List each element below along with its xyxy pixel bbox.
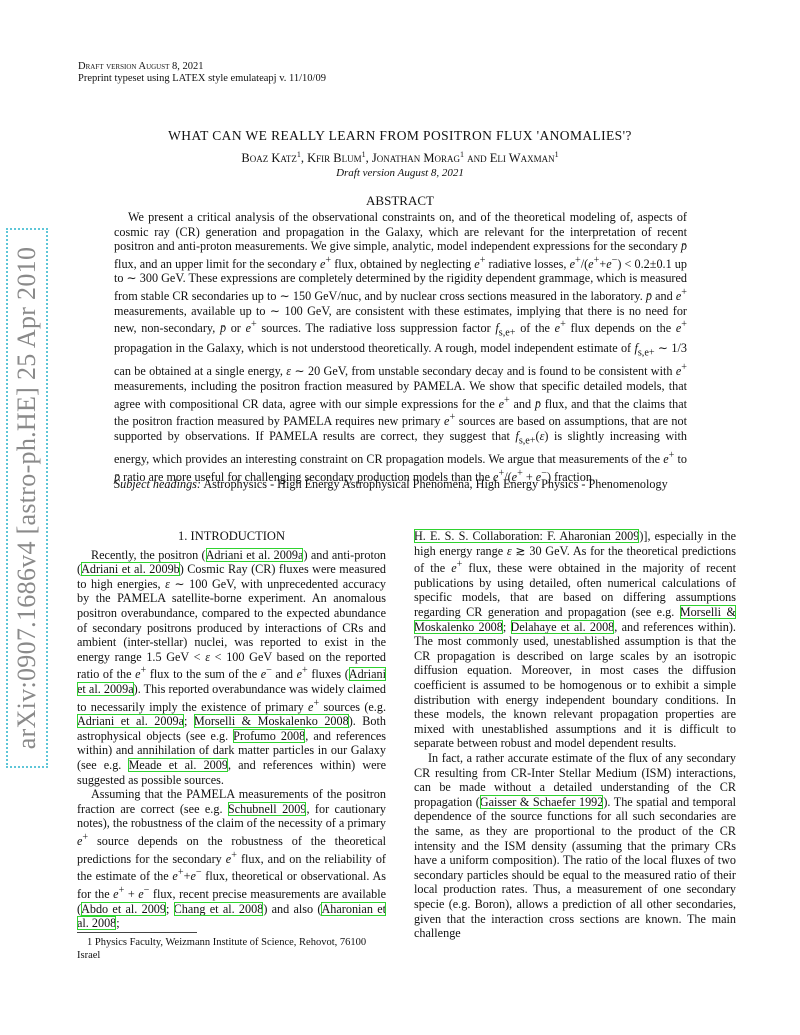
citation-link[interactable]: Delahaye et al. 2008 — [510, 619, 615, 634]
running-header: Draft version August 8, 2021 Preprint ty… — [78, 61, 326, 85]
subject-text: Astrophysics - High Energy Astrophysical… — [203, 477, 668, 491]
subject-label: Subject headings: — [114, 477, 201, 491]
citation-link[interactable]: Meade et al. 2009 — [128, 758, 228, 773]
citation-link[interactable]: Chang et al. 2008 — [173, 901, 264, 916]
citation-link[interactable]: Adriani et al. 2009b — [81, 562, 180, 577]
subject-headings: Subject headings: Astrophysics - High En… — [114, 477, 687, 492]
draft-line: Draft version August 8, 2021 — [78, 61, 204, 72]
paper-title: WHAT CAN WE REALLY LEARN FROM POSITRON F… — [168, 128, 632, 143]
intro-paragraph-3: In fact, a rather accurate estimate of t… — [414, 750, 736, 941]
section-heading-introduction: 1. INTRODUCTION — [178, 529, 285, 543]
arxiv-stamp-text: arXiv:0907.1686v4 [astro-ph.HE] 25 Apr 2… — [12, 246, 41, 750]
preprint-line: Preprint typeset using LATEX style emula… — [78, 73, 326, 84]
arxiv-stamp-link[interactable]: arXiv:0907.1686v4 [astro-ph.HE] 25 Apr 2… — [6, 228, 48, 768]
left-column: 1. INTRODUCTION Recently, the positron (… — [77, 529, 386, 931]
citation-link[interactable]: Aharonian et al. 2008 — [77, 901, 386, 931]
citation-link[interactable]: Gaisser & Schaefer 1992 — [479, 794, 604, 809]
author-list: Boaz Katz1, Kfir Blum1, Jonathan Morag1 … — [241, 150, 559, 166]
footnote-rule — [77, 932, 197, 933]
citation-link[interactable]: H. E. S. S. Collaboration: F. Aharonian … — [414, 529, 640, 543]
intro-paragraph-2: Assuming that the PAMELA measurements of… — [77, 787, 387, 931]
citation-link[interactable]: Abdo et al. 2009 — [81, 901, 166, 916]
citation-link[interactable]: Adriani et al. 2009a — [77, 714, 185, 729]
intro-paragraph-2-cont: H. E. S. S. Collaboration: F. Aharonian … — [414, 529, 737, 751]
footnote: 1 Physics Faculty, Weizmann Institute of… — [77, 937, 367, 961]
citation-link[interactable]: Schubnell 2009 — [227, 801, 307, 816]
abstract-body: We present a critical analysis of the ob… — [114, 210, 688, 484]
draft-date: Draft version August 8, 2021 — [336, 167, 464, 179]
citation-link[interactable]: Adriani et al. 2009a — [205, 547, 304, 562]
citation-link[interactable]: Adriani et al. 2009a — [77, 667, 386, 696]
citation-link[interactable]: Morselli & Moskalenko 2008 — [414, 605, 737, 634]
citation-link[interactable]: Morselli & Moskalenko 2008 — [193, 714, 349, 729]
intro-paragraph-1: Recently, the positron (Adriani et al. 2… — [77, 547, 387, 787]
citation-link[interactable]: Profumo 2008 — [233, 728, 306, 743]
abstract-heading: ABSTRACT — [366, 193, 434, 208]
right-column: H. E. S. S. Collaboration: F. Aharonian … — [414, 529, 737, 941]
